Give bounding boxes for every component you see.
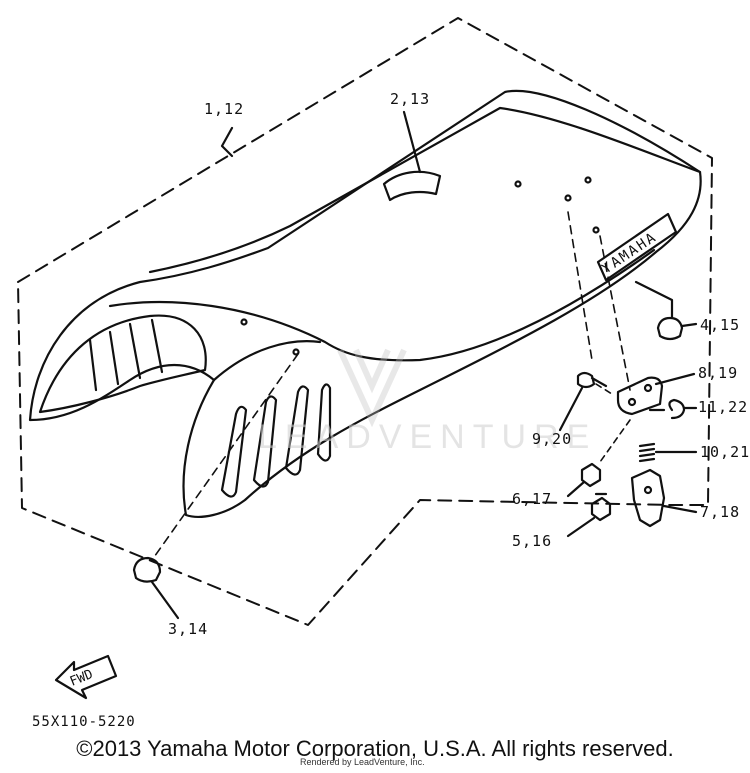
front-damper-part: [132, 556, 162, 583]
seat-hole: [514, 180, 522, 188]
label-seat: 1,12: [204, 100, 244, 118]
install-path: [151, 353, 299, 561]
louvre-slot-2: [252, 395, 278, 488]
seat-hole: [564, 194, 572, 202]
label-bracket: 8,19: [698, 364, 738, 382]
fwd-arrow: [54, 654, 118, 700]
label-damper-rear: 4,15: [700, 316, 740, 334]
long-bolt-part: [576, 371, 608, 389]
leader-line: [566, 516, 596, 538]
label-bolt-long: 9,20: [532, 430, 572, 448]
seat-hole: [240, 318, 248, 326]
render-credit: Rendered by LeadVenture, Inc.: [300, 757, 425, 767]
bracket-hole: [643, 383, 653, 393]
label-lock: 7,18: [700, 503, 740, 521]
seat-side-fold: [212, 340, 322, 382]
install-path: [599, 419, 631, 463]
louvre-slot-4: [316, 383, 332, 462]
cavity-rib-1: [88, 338, 98, 392]
assembly-boundary: [17, 17, 713, 626]
seat-inner-cavity: [38, 314, 207, 414]
clip-part: [668, 398, 686, 420]
leader-line: [634, 280, 674, 320]
copyright-notice: ©2013 Yamaha Motor Corporation, U.S.A. A…: [76, 736, 674, 761]
bolt-part: [590, 492, 612, 522]
leader-line: [662, 504, 698, 514]
label-bolt: 5,16: [512, 532, 552, 550]
cavity-rib-4: [150, 318, 164, 374]
seat-top-ridge: [148, 106, 702, 274]
leader-line: [402, 110, 422, 174]
leader-line: [654, 372, 696, 386]
yamaha-emblem-plate: [596, 212, 678, 282]
label-strap: 2,13: [390, 90, 430, 108]
seat-hole: [584, 176, 592, 184]
label-nut: 6,17: [512, 490, 552, 508]
seat-strap: [382, 170, 442, 202]
install-path: [595, 383, 613, 395]
install-path: [599, 235, 631, 391]
watermark-text: LEADVENTURE: [258, 418, 597, 456]
seat-hole: [592, 226, 600, 234]
leader-line: [558, 386, 584, 432]
latch-bracket-part: [616, 376, 664, 416]
label-spring: 10,21: [700, 443, 750, 461]
seat-front-lip: [108, 248, 656, 362]
nut-part: [580, 462, 602, 488]
cavity-rib-3: [128, 322, 142, 380]
louvre-slot-3: [284, 385, 310, 476]
leader-line: [680, 322, 698, 328]
label-clip: 11,22: [698, 398, 748, 416]
seat-hole: [292, 348, 300, 356]
label-damper-front: 3,14: [168, 620, 208, 638]
seat-lock-part: [630, 468, 666, 528]
bracket-hole: [627, 397, 637, 407]
spring-part: [638, 442, 656, 463]
louvre-slot-1: [220, 405, 248, 498]
rear-damper-part: [656, 316, 684, 341]
install-path: [567, 211, 593, 361]
diagram-part-number: 55X110-5220: [32, 714, 136, 730]
leader-line: [150, 580, 180, 620]
leader-line: [566, 480, 586, 498]
lock-hole: [643, 485, 653, 495]
leader-line: [220, 126, 234, 158]
watermark-logo: [337, 348, 407, 428]
cavity-rib-2: [108, 330, 120, 386]
